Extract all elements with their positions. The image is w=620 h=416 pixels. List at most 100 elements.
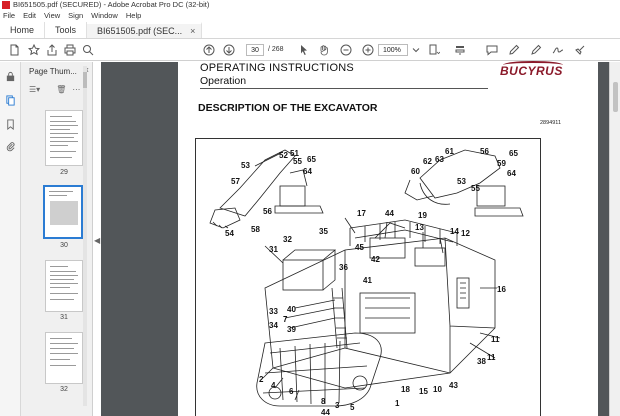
tab-bar: Home Tools BI651505.pdf (SEC... × [0, 22, 620, 39]
comment-icon[interactable] [486, 43, 498, 57]
select-cursor-icon[interactable] [298, 43, 310, 57]
figure-callout-number: 8 [321, 397, 326, 406]
figure-callout-number: 4 [271, 381, 276, 390]
page-display-icon[interactable] [428, 43, 440, 57]
page-thumbnail[interactable] [45, 332, 83, 384]
menu-edit[interactable]: Edit [23, 11, 37, 20]
figure-callout-number: 43 [449, 381, 458, 390]
toolbar: 30 / 268 100% [0, 39, 620, 61]
figure-callout-number: 44 [385, 209, 394, 218]
zoom-in-icon[interactable] [362, 43, 374, 57]
figure-frame [195, 138, 541, 416]
scroll-mode-icon[interactable] [454, 43, 466, 57]
menu-file[interactable]: File [3, 11, 16, 20]
figure-callout-number: 55 [471, 184, 480, 193]
doc-header-subtitle: Operation [200, 75, 247, 87]
collapse-left-panel-icon[interactable]: ◀ [94, 236, 101, 245]
page-thumbnail-selected[interactable] [43, 185, 83, 239]
figure-callout-number: 35 [319, 227, 328, 236]
figure-callout-number: 18 [401, 385, 410, 394]
bookmark-star-icon[interactable] [28, 43, 40, 57]
figure-callout-number: 7 [283, 315, 288, 324]
tab-home[interactable]: Home [0, 22, 46, 38]
window-title: BI651505.pdf (SECURED) - Adobe Acrobat P… [13, 0, 210, 9]
thumbnail-figure [50, 201, 78, 225]
figure-callout-number: 31 [269, 245, 278, 254]
print-icon[interactable] [64, 43, 76, 57]
figure-callout-number: 52 [279, 151, 288, 160]
draw-icon[interactable] [530, 43, 542, 57]
zoom-out-icon[interactable] [340, 43, 352, 57]
figure-callout-number: 45 [355, 243, 364, 252]
figure-callout-number: 3 [335, 401, 340, 410]
page-number-input[interactable]: 30 [246, 44, 264, 56]
menu-help[interactable]: Help [125, 11, 142, 20]
figure-callout-number: 38 [477, 357, 486, 366]
figure-callout-number: 51 [290, 149, 299, 158]
figure-callout-number: 61 [445, 147, 454, 156]
figure-callout-number: 2 [259, 375, 264, 384]
sign-icon[interactable] [552, 43, 564, 57]
menu-view[interactable]: View [44, 11, 61, 20]
zoom-dropdown-chevron-icon[interactable] [410, 43, 422, 57]
hand-tool-icon[interactable] [318, 43, 330, 57]
more-options-icon[interactable]: ⋯ [72, 84, 81, 94]
next-page-icon[interactable] [223, 43, 235, 57]
pdf-page [178, 62, 598, 416]
doc-header-title: OPERATING INSTRUCTIONS [200, 62, 354, 74]
create-file-icon[interactable] [8, 43, 20, 57]
figure-reference: 2894911 [540, 120, 562, 126]
page-thumbnail[interactable] [45, 260, 83, 312]
figure-callout-number: 13 [415, 223, 424, 232]
figure-callout-number: 41 [363, 276, 372, 285]
thumbnail-page-number: 32 [60, 386, 68, 393]
figure-callout-number: 39 [287, 325, 296, 334]
menu-window[interactable]: Window [91, 11, 118, 20]
figure-callout-number: 40 [287, 305, 296, 314]
figure-callout-number: 5 [350, 403, 355, 412]
thumbnail-page-number: 29 [60, 169, 68, 176]
lock-icon[interactable] [4, 70, 17, 83]
figure-callout-number: 56 [480, 147, 489, 156]
delete-icon[interactable]: 🗑 [56, 84, 67, 94]
thumbnail-page-number: 30 [60, 242, 68, 249]
document-scrollbar[interactable] [609, 62, 620, 416]
attachments-icon[interactable] [4, 140, 17, 153]
figure-callout-number: 64 [507, 169, 516, 178]
figure-callout-number: 56 [263, 207, 272, 216]
figure-callout-number: 57 [231, 177, 240, 186]
figure-callout-number: 6 [289, 387, 294, 396]
figure-callout-number: 36 [339, 263, 348, 272]
highlight-pen-icon[interactable] [508, 43, 520, 57]
figure-callout-number: 65 [307, 155, 316, 164]
zoom-level-select[interactable]: 100% [378, 44, 408, 56]
figure-callout-number: 11 [491, 335, 500, 344]
thumbnails-title: Page Thum... [29, 66, 77, 76]
page-total: / 268 [268, 46, 284, 53]
thumbnails-scrollbar[interactable] [83, 66, 87, 406]
thumbnail-options-icon[interactable]: ☰▾ [29, 84, 41, 94]
menu-sign[interactable]: Sign [68, 11, 84, 20]
search-icon[interactable] [82, 43, 94, 57]
figure-callout-number: 33 [269, 307, 278, 316]
tab-document[interactable]: BI651505.pdf (SEC... × [87, 22, 203, 38]
share-icon[interactable] [46, 43, 58, 57]
figure-callout-number: 42 [371, 255, 380, 264]
figure-callout-number: 53 [457, 177, 466, 186]
header-divider [200, 88, 488, 89]
figure-callout-number: 32 [283, 235, 292, 244]
figure-callout-number: 15 [419, 387, 428, 396]
figure-callout-number: 14 [450, 227, 459, 236]
bookmarks-icon[interactable] [4, 118, 17, 131]
page-thumbnails-icon[interactable] [4, 94, 17, 107]
previous-page-icon[interactable] [203, 43, 215, 57]
tab-close-icon[interactable]: × [190, 26, 196, 36]
send-for-signature-icon[interactable] [574, 43, 586, 57]
page-thumbnail[interactable] [45, 110, 83, 166]
tab-tools[interactable]: Tools [45, 22, 88, 38]
left-tool-rail [0, 62, 21, 416]
bucyrus-logo: BUCYRUS [500, 64, 563, 78]
figure-callout-number: 53 [241, 161, 250, 170]
tab-home-label: Home [10, 25, 35, 35]
